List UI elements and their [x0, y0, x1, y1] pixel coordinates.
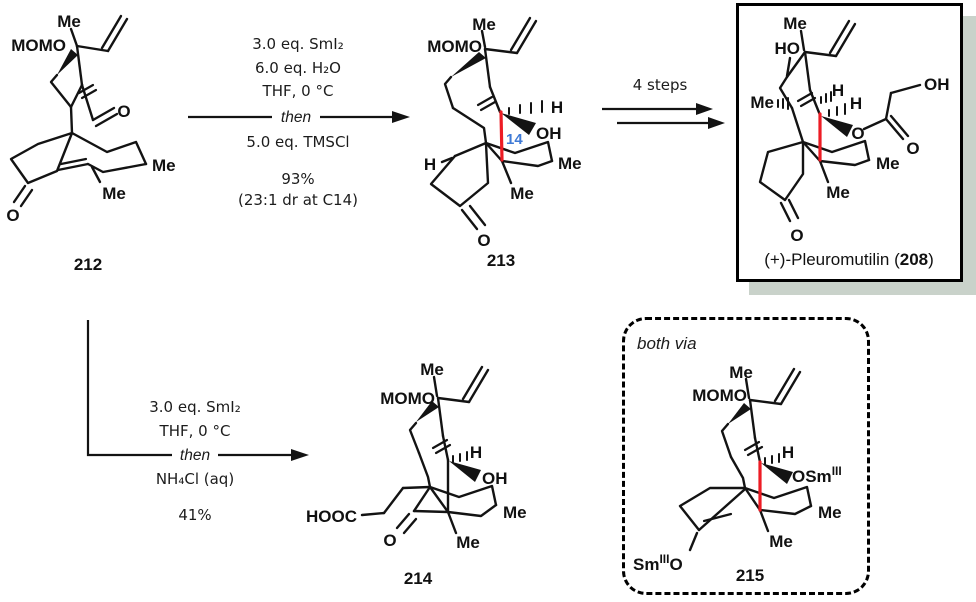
- atom-label: Me: [818, 503, 842, 522]
- atom-label: Me: [729, 363, 753, 382]
- compound-number-215: 215: [736, 566, 764, 585]
- reaction2-conditions: 3.0 eq. SmI₂ THF, 0 °C: [149, 398, 241, 440]
- product-highlight-box: [736, 3, 963, 282]
- atom-label: MOMO: [692, 386, 747, 405]
- c14-position-label: 14: [506, 131, 523, 148]
- atom-label: O: [477, 231, 490, 250]
- atom-label: O: [117, 102, 130, 121]
- structure-212: Me MOMO O Me Me O 212: [6, 12, 175, 274]
- structure-215: both via Me MOMO: [633, 334, 842, 585]
- atom-label: OH: [536, 124, 562, 143]
- atom-label: Me: [472, 15, 496, 34]
- atom-label-osm: OSmIII: [792, 464, 842, 486]
- atom-label: Me: [769, 532, 793, 551]
- atom-label: Me: [510, 184, 534, 203]
- atom-label: H: [470, 443, 482, 462]
- atom-label: MOMO: [11, 36, 66, 55]
- atom-label: H: [551, 98, 563, 117]
- atom-label: Me: [503, 503, 527, 522]
- product-caption: (+)-Pleuromutilin (208): [764, 250, 934, 269]
- four-steps-arrow: 4 steps: [602, 76, 725, 129]
- compound-number-214: 214: [404, 569, 433, 588]
- atom-label: H: [782, 443, 794, 462]
- atom-label: Me: [456, 533, 480, 552]
- reaction1-then-reagent: 5.0 eq. TMSCl: [246, 133, 350, 151]
- atom-label: H: [424, 155, 436, 174]
- atom-label: H: [832, 81, 844, 100]
- atom-label: Me: [420, 360, 444, 379]
- atom-label: MOMO: [380, 389, 435, 408]
- atom-label: Me: [102, 184, 126, 203]
- reaction-arrow-1: then: [188, 109, 410, 126]
- atom-label: OH: [924, 75, 950, 94]
- structure-213: Me MOMO H OH 14 H Me Me O 213: [424, 15, 582, 270]
- reaction1-dr-note: (23:1 dr at C14): [237, 191, 358, 209]
- reaction1-conditions: 3.0 eq. SmI₂ 6.0 eq. H₂O THF, 0 °C: [252, 35, 344, 100]
- atom-label: Me: [826, 183, 850, 202]
- atom-label: Me: [750, 93, 774, 112]
- atom-label: Me: [57, 12, 81, 31]
- atom-label: Me: [558, 154, 582, 173]
- atom-label: Me: [876, 154, 900, 173]
- structure-214: Me MOMO H OH HOOC O Me Me 214: [306, 360, 527, 588]
- atom-label: O: [383, 531, 396, 550]
- structure-208: Me HO Me H H O OH O Me Me O (+)-Pleuromu…: [750, 14, 949, 269]
- atom-label: HOOC: [306, 507, 357, 526]
- intermediate-dashed-box: [622, 317, 870, 595]
- atom-label: MOMO: [427, 37, 482, 56]
- reaction1-yield: 93%: [281, 170, 315, 188]
- atom-label: HO: [775, 39, 801, 58]
- compound-number-212: 212: [74, 255, 102, 274]
- atom-label: H: [850, 94, 862, 113]
- steps-label: 4 steps: [633, 76, 688, 94]
- inset-title: both via: [637, 334, 697, 353]
- atom-label: OH: [482, 469, 508, 488]
- reaction2-then-reagent: NH₄Cl (aq): [155, 470, 235, 488]
- atom-label-smo: SmIIIO: [633, 552, 683, 574]
- then-label: then: [180, 447, 210, 464]
- atom-label: O: [906, 139, 919, 158]
- reaction-arrow-2: then: [86, 320, 309, 464]
- atom-label: O: [790, 226, 803, 245]
- reaction2-yield: 41%: [178, 506, 212, 524]
- then-label: then: [281, 109, 311, 126]
- highlighted-c14-bond: [499, 110, 504, 162]
- atom-label: O: [851, 124, 864, 143]
- atom-label: Me: [783, 14, 807, 33]
- compound-number-213: 213: [487, 251, 515, 270]
- atom-label: O: [6, 206, 19, 225]
- atom-label: Me: [152, 156, 176, 175]
